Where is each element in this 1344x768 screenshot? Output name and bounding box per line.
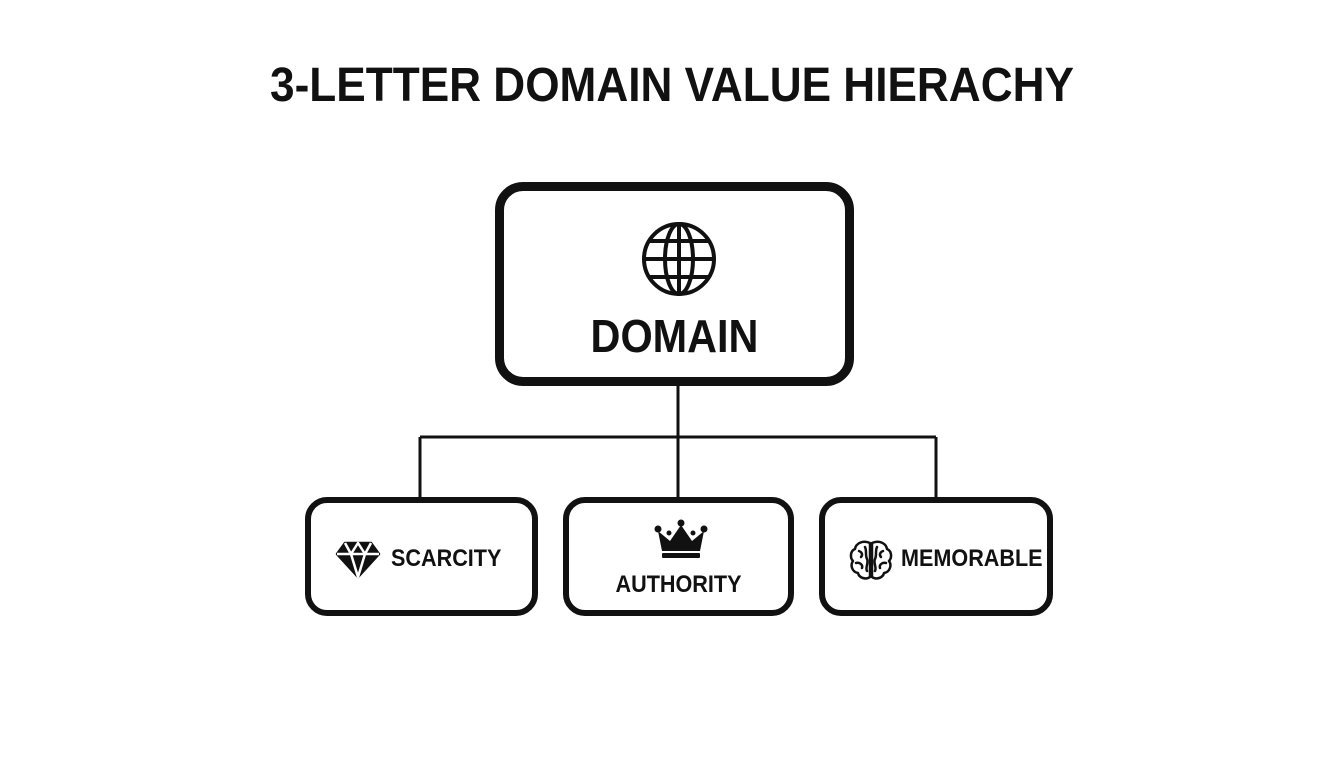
root-label: DOMAIN [590,310,759,362]
diagram-title: 3-LETTER DOMAIN VALUE HIERACHY [270,59,1074,112]
child-node-authority: AUTHORITY [563,497,794,616]
child-label-scarcity: SCARCITY [391,545,502,572]
root-node-domain: DOMAIN [495,182,854,386]
child-node-scarcity: SCARCITY [305,497,538,616]
child-label-memorable: MEMORABLE [901,545,1043,572]
brain-icon [849,540,893,580]
child-node-memorable: MEMORABLE [819,497,1053,616]
diamond-icon [335,541,381,579]
globe-icon [642,222,716,296]
child-label-authority: AUTHORITY [615,571,742,598]
crown-icon [654,519,708,558]
